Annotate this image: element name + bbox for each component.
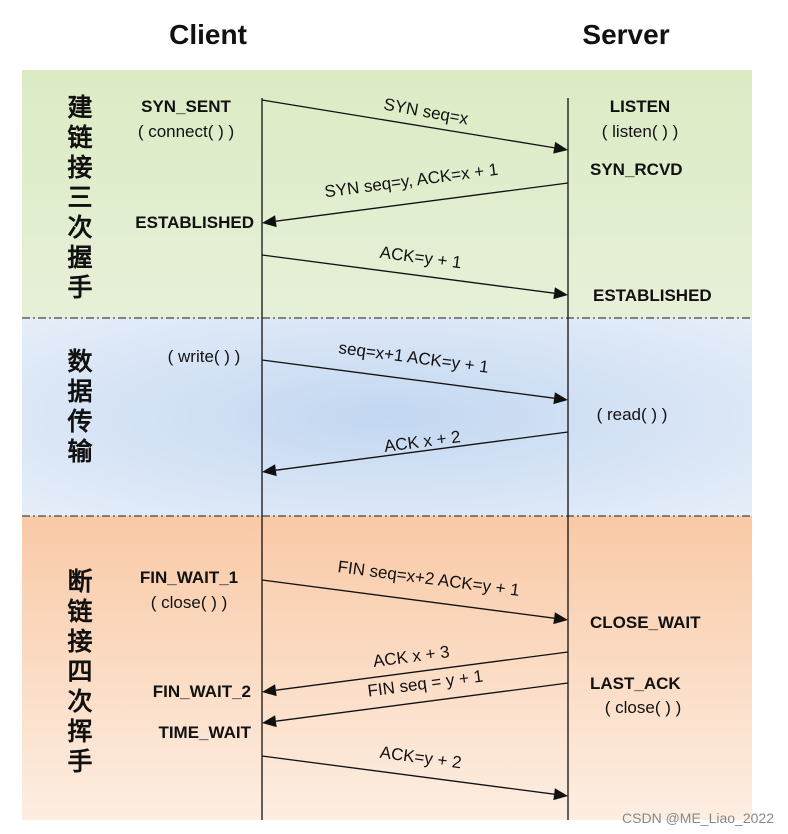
client-state-syn-sent: SYN_SENT	[141, 97, 231, 116]
teardown-band	[22, 516, 752, 820]
phase-label-transfer: 数据传输	[66, 347, 93, 466]
client-state-fin-wait-2: FIN_WAIT_2	[153, 682, 251, 701]
server-call-read: ( read( ) )	[597, 405, 668, 424]
client-state-fin-wait-1: FIN_WAIT_1	[140, 568, 238, 587]
message-line	[261, 359, 555, 399]
arrowhead-icon	[262, 464, 277, 477]
server-state-last-ack: LAST_ACK	[590, 674, 681, 693]
arrowhead-icon	[262, 684, 277, 697]
client-state-established: ESTABLISHED	[135, 213, 254, 232]
client-call-connect: ( connect( ) )	[138, 122, 234, 141]
arrowhead-icon	[553, 287, 568, 300]
transfer-band	[22, 318, 752, 516]
client-call-close: ( close( ) )	[151, 593, 228, 612]
arrowhead-icon	[262, 215, 277, 228]
client-header: Client	[169, 19, 247, 50]
message-line	[275, 651, 569, 691]
server-state-syn-rcvd: SYN_RCVD	[590, 160, 683, 179]
server-state-listen: LISTEN	[610, 97, 670, 116]
message-line	[275, 182, 569, 222]
message-line	[261, 99, 555, 149]
message-line	[275, 682, 569, 722]
message-line	[261, 254, 555, 294]
phase-label-handshake: 建链接三次握手	[67, 93, 92, 302]
handshake-band	[22, 70, 752, 318]
server-call-listen: ( listen( ) )	[602, 122, 679, 141]
message-line	[261, 579, 555, 619]
arrowhead-icon	[262, 715, 277, 728]
watermark: CSDN @ME_Liao_2022	[622, 810, 774, 826]
server-header: Server	[582, 19, 669, 50]
arrowhead-icon	[553, 392, 568, 405]
server-call-close: ( close( ) )	[605, 698, 682, 717]
client-state-time-wait: TIME_WAIT	[158, 723, 251, 742]
message-line	[275, 431, 569, 471]
arrowhead-icon	[553, 141, 568, 154]
phase-label-teardown: 断链接四次挥手	[67, 567, 92, 776]
client-call-write: ( write( ) )	[168, 347, 241, 366]
arrowhead-icon	[553, 788, 568, 801]
server-state-established: ESTABLISHED	[593, 286, 712, 305]
arrowhead-icon	[553, 612, 568, 625]
server-state-close-wait: CLOSE_WAIT	[590, 613, 701, 632]
message-line	[261, 755, 555, 795]
